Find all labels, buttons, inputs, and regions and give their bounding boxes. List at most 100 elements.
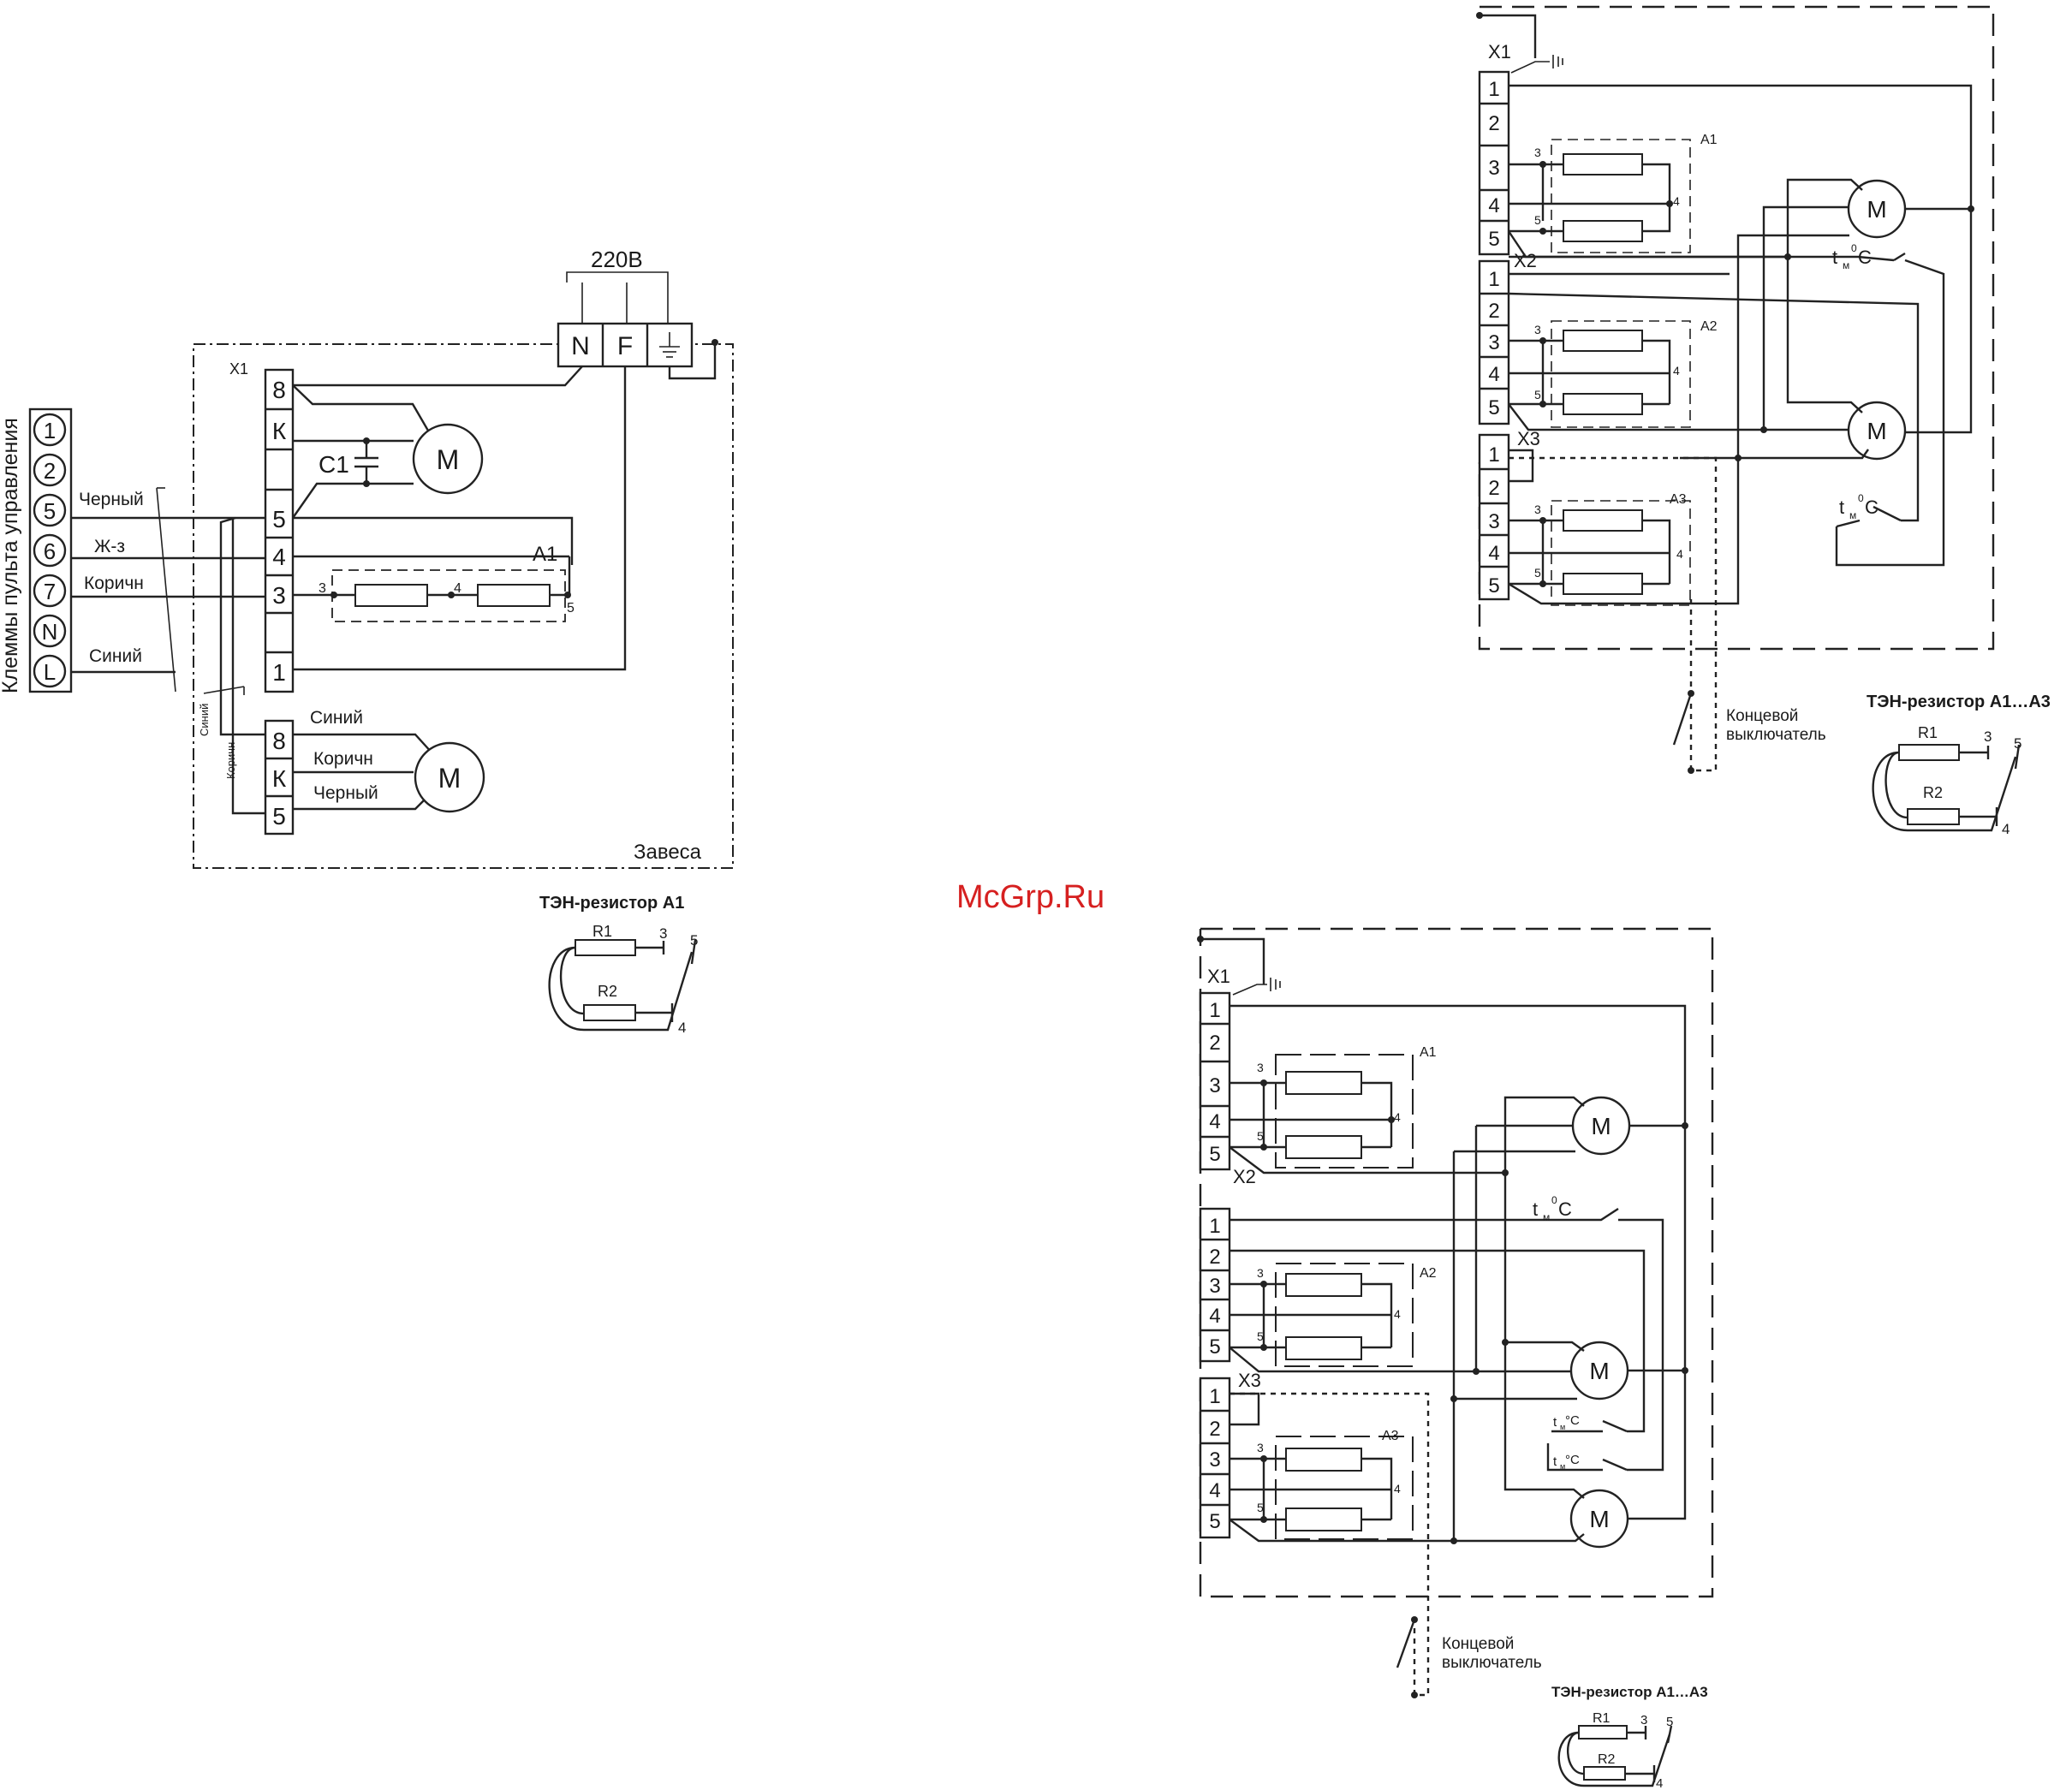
heater-a1-resistor-2 <box>477 584 551 607</box>
svg-text:7: 7 <box>44 579 56 604</box>
control-terminal-2: 2 <box>33 453 67 487</box>
svg-text:1: 1 <box>1209 1215 1220 1238</box>
svg-text:t: t <box>1839 497 1844 518</box>
d3-heater-a1-label: A1 <box>1420 1045 1437 1060</box>
motor-2-label: M <box>438 763 461 794</box>
svg-text:4: 4 <box>1209 1305 1220 1328</box>
svg-text:4: 4 <box>1209 1110 1220 1133</box>
motor-2-wire-black: Черный <box>313 783 378 803</box>
svg-text:1: 1 <box>1209 999 1220 1022</box>
heater-detail-1: ТЭН-резистор А1 R1 R2 3 5 4 <box>539 894 698 1036</box>
svg-text:3: 3 <box>1534 146 1541 159</box>
svg-text:4: 4 <box>2002 821 2009 837</box>
d2-heater-a2-label: A2 <box>1700 319 1718 334</box>
svg-text:R2: R2 <box>1923 784 1943 801</box>
svg-text:4: 4 <box>454 581 461 596</box>
svg-text:4: 4 <box>1676 547 1683 561</box>
d3-x3-label: X3 <box>1238 1370 1261 1391</box>
svg-text:4: 4 <box>1488 363 1499 386</box>
svg-text:R1: R1 <box>1918 724 1938 741</box>
svg-text:5: 5 <box>1488 228 1499 251</box>
small-wire-label-brown: Коричн <box>224 742 237 779</box>
supply-terminal-block: N F <box>557 322 694 368</box>
svg-text:R1: R1 <box>1593 1711 1611 1726</box>
svg-text:3: 3 <box>1209 1074 1220 1097</box>
svg-text:3: 3 <box>659 925 667 942</box>
svg-text:м: м <box>1843 259 1849 271</box>
svg-text:К: К <box>272 765 287 792</box>
heater-detail-2: ТЭН-резистор А1…А3 R1 R2 3 5 4 <box>1867 693 2051 837</box>
d3-heater-a3-label: А3 <box>1382 1429 1399 1443</box>
control-terminal-l: L <box>33 654 67 688</box>
diagram-1-single-heater: Клеммы пульта управления 1 2 5 6 7 N L Ч… <box>0 247 734 1036</box>
svg-text:4: 4 <box>1488 194 1499 217</box>
svg-text:3: 3 <box>272 582 286 609</box>
svg-text:2: 2 <box>1488 477 1499 500</box>
svg-text:3: 3 <box>1257 1266 1264 1280</box>
svg-text:C: C <box>1858 247 1872 268</box>
svg-text:M: M <box>1589 1506 1609 1532</box>
svg-text:3: 3 <box>1257 1441 1264 1454</box>
d2-x1-label: X1 <box>1488 41 1511 62</box>
svg-text:3: 3 <box>1984 728 1992 745</box>
x1-label: X1 <box>229 360 248 378</box>
d2-thermostat-1: t м 0 C <box>1832 242 1872 271</box>
control-terminal-n: N <box>33 614 67 648</box>
svg-text:4: 4 <box>1394 1110 1401 1124</box>
svg-text:8: 8 <box>272 728 286 754</box>
d3-limit-switch-label-2: выключатель <box>1442 1654 1542 1672</box>
svg-text:2: 2 <box>1209 1032 1220 1055</box>
svg-text:8: 8 <box>272 377 286 403</box>
heater-detail-1-title: ТЭН-резистор А1 <box>539 894 684 913</box>
d2-x3-label: X3 <box>1517 428 1540 449</box>
svg-text:t: t <box>1832 247 1837 268</box>
svg-text:м: м <box>1543 1211 1550 1223</box>
svg-text:L: L <box>44 659 56 685</box>
svg-text:4: 4 <box>1488 542 1499 565</box>
d2-limit-switch-label-2: выключатель <box>1726 726 1826 744</box>
svg-text:6: 6 <box>44 538 56 564</box>
svg-text:3: 3 <box>1534 503 1541 516</box>
svg-text:°C: °C <box>1565 1413 1580 1428</box>
enclosure-label: Завеса <box>634 841 702 864</box>
d2-thermostat-2: t м 0 C <box>1839 492 1878 521</box>
d2-x2-label: X2 <box>1514 250 1537 271</box>
svg-text:2: 2 <box>44 458 56 484</box>
svg-text:N: N <box>42 619 58 645</box>
svg-text:R2: R2 <box>1598 1752 1616 1767</box>
svg-text:К: К <box>272 418 287 444</box>
svg-text:5: 5 <box>567 601 575 615</box>
heater-a1-resistor-1 <box>354 584 428 607</box>
d2-x2-terminal-block: 1 2 3 4 5 <box>1478 259 1510 425</box>
d3-thermostat-2: t м °C <box>1553 1413 1580 1431</box>
motor-2-terminal-block: 8 К 5 <box>264 719 295 836</box>
supply-terminal-f: F <box>617 332 633 360</box>
d2-limit-switch-label-1: Концевой <box>1726 707 1798 725</box>
svg-text:0: 0 <box>1551 1194 1557 1206</box>
svg-text:4: 4 <box>1673 194 1680 208</box>
svg-text:0: 0 <box>1858 492 1864 504</box>
motor-1-label: M <box>437 444 460 475</box>
svg-text:t: t <box>1533 1198 1538 1220</box>
svg-text:M: M <box>1867 196 1886 223</box>
control-terminal-5: 5 <box>33 493 67 527</box>
d3-ground-icon <box>1270 978 1281 991</box>
svg-text:2: 2 <box>1488 112 1499 135</box>
svg-text:°C: °C <box>1565 1453 1580 1467</box>
motor-2-icon <box>414 741 485 813</box>
svg-text:5: 5 <box>272 803 286 830</box>
diagram-2-three-heaters-two-motors: X1 1 2 3 4 5 X2 1 2 <box>1476 5 2051 837</box>
svg-text:R2: R2 <box>598 983 617 1000</box>
svg-text:1: 1 <box>1488 268 1499 291</box>
svg-text:5: 5 <box>1257 1129 1264 1143</box>
svg-text:5: 5 <box>1534 213 1541 227</box>
d3-limit-switch-label-1: Концевой <box>1442 1635 1514 1653</box>
svg-text:1: 1 <box>272 659 286 686</box>
svg-text:5: 5 <box>1488 574 1499 598</box>
control-terminal-7: 7 <box>33 574 67 608</box>
watermark: McGrp.Ru <box>956 879 1104 915</box>
svg-text:4: 4 <box>1394 1307 1401 1321</box>
svg-text:1: 1 <box>1209 1385 1220 1408</box>
heater-detail-2-title: ТЭН-резистор А1…А3 <box>1867 693 2051 711</box>
